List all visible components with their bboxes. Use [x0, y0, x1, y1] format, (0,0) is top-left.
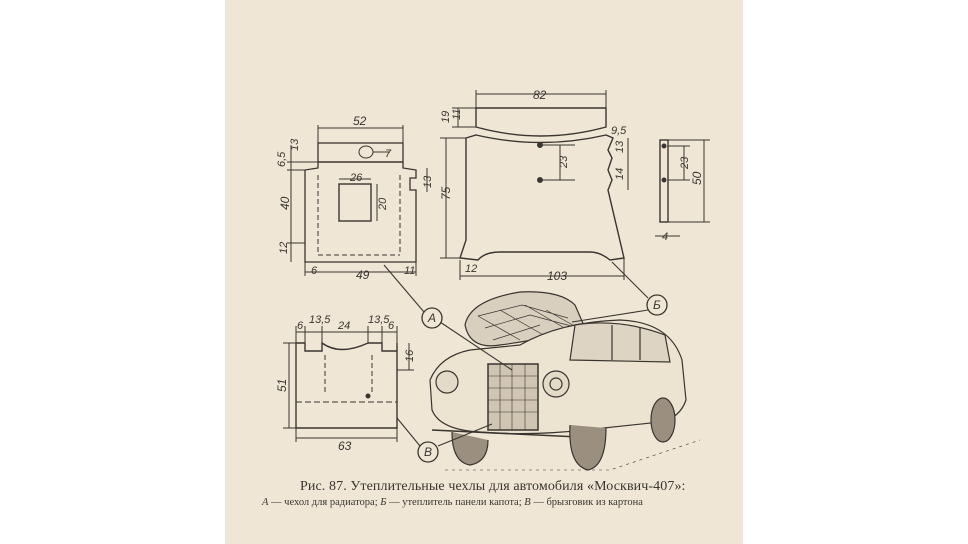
dim-c-d2: 13,5: [309, 314, 331, 326]
dim-c-d4: 13,5: [368, 314, 390, 326]
dim-b-side2: 14: [614, 168, 626, 180]
part-a-drawing: [287, 125, 428, 276]
part-b-dimensions: 82 19 11 9,5 23 13 14 75 12 103: [439, 88, 627, 283]
dim-c-height: 51: [275, 379, 289, 392]
dim-a-h-bot: 12: [278, 242, 290, 254]
dim-b-side1: 13: [614, 140, 626, 153]
part-c-drawing: [283, 326, 414, 442]
car-illustration: [429, 291, 701, 471]
legend-c-text: — брызговик из картона: [530, 497, 643, 508]
callout-labels: А Б В: [424, 298, 661, 459]
callout-a: А: [427, 311, 436, 325]
leader-lines: [383, 261, 668, 463]
dim-b-top-h2: 11: [451, 109, 463, 120]
dim-b-height: 75: [439, 186, 453, 200]
legend-c-letter: В: [524, 497, 531, 508]
part-b-strip-dimensions: 23 50 4: [662, 156, 704, 243]
legend-a-letter: А: [262, 497, 269, 508]
dim-b-top-w: 82: [533, 88, 547, 102]
dim-a-notch: 13: [422, 175, 434, 188]
dim-a-win-w: 26: [349, 172, 363, 184]
dim-a-width-top: 52: [353, 114, 367, 128]
dim-b-top-h1: 19: [440, 111, 452, 123]
legend-a-text: — чехол для радиатора;: [268, 497, 381, 508]
dim-c-d1: 6: [297, 320, 304, 332]
dim-a-right: 11: [404, 265, 415, 277]
legend-b-letter: Б: [380, 497, 387, 508]
part-b-drawing: [440, 90, 629, 280]
dim-c-notch: 16: [404, 349, 416, 362]
figure-caption-title: Рис. 87. Утеплительные чехлы для автомоб…: [300, 479, 686, 494]
dim-b-notch: 9,5: [611, 125, 627, 137]
dim-c-d5: 6: [388, 320, 395, 332]
part-a-dimensions: 52 7 6,5 13 26 20 40 13 12 6 49 11: [276, 114, 434, 282]
callout-b: Б: [653, 298, 661, 312]
legend-b-text: — утеплитель панели капота;: [386, 497, 525, 508]
dim-b-bottom-left: 12: [465, 263, 477, 275]
dim-strip-length: 50: [690, 171, 704, 185]
dim-a-width: 49: [356, 268, 370, 282]
figure-caption-legend: А — чехол для радиатора; Б — утеплитель …: [262, 497, 722, 508]
dim-strip-gap: 23: [679, 156, 691, 170]
dim-b-hole-gap: 23: [558, 155, 570, 169]
dim-a-h-mid: 40: [278, 196, 292, 210]
part-b-strip-drawing: [655, 139, 710, 237]
dim-c-d3: 24: [337, 320, 350, 332]
dim-a-h-top1: 6,5: [276, 151, 288, 167]
part-c-dimensions: 6 13,5 24 13,5 6 51 16 63: [275, 314, 416, 453]
dim-b-bottom-w: 103: [547, 269, 567, 283]
dim-a-left: 6: [311, 265, 318, 277]
dim-a-win-h: 20: [377, 197, 389, 211]
dim-a-h-top2: 13: [289, 138, 301, 151]
dim-c-width: 63: [338, 439, 352, 453]
dim-strip-width: 4: [662, 231, 668, 243]
dim-a-hole: 7: [385, 148, 392, 160]
callout-c: В: [424, 445, 432, 459]
